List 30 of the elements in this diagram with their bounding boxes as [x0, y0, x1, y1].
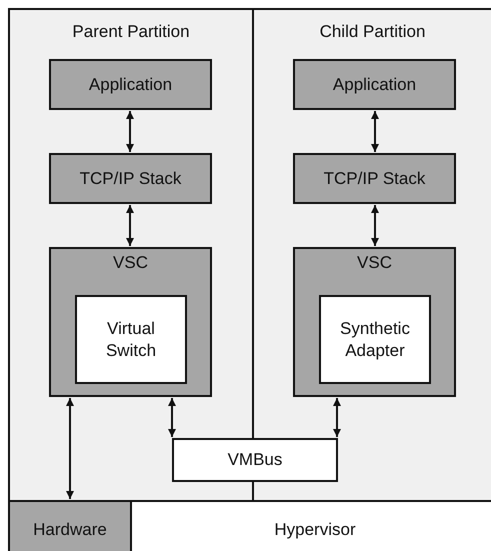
component-label: Hypervisor [274, 519, 356, 541]
partition-title: Child Partition [320, 22, 426, 42]
component-label: Application [332, 74, 416, 96]
component-label: Virtual Switch [104, 318, 158, 362]
component-label: Synthetic Adapter [339, 318, 411, 362]
arrow [371, 205, 379, 246]
arrow [168, 398, 176, 437]
container-label: VSC [357, 253, 392, 273]
arrow [66, 398, 74, 499]
component-box [8, 500, 132, 551]
component-box [293, 59, 456, 110]
component-box [49, 59, 212, 110]
arrow [126, 205, 134, 246]
container-box [293, 247, 456, 397]
component-box [293, 153, 456, 204]
component-box [49, 153, 212, 204]
component-label: Hardware [33, 519, 107, 541]
container-label: VSC [113, 253, 148, 273]
container-box [49, 247, 212, 397]
partition-title: Parent Partition [72, 22, 190, 42]
component-label: VMBus [228, 449, 282, 471]
arrow [126, 111, 134, 152]
component-box [172, 438, 338, 482]
component-box [319, 295, 431, 384]
arrow [333, 398, 341, 437]
component-label: Application [88, 74, 172, 96]
component-label: TCP/IP Stack [324, 168, 426, 190]
component-label: TCP/IP Stack [80, 168, 182, 190]
component-box [75, 295, 187, 384]
arrow [371, 111, 379, 152]
